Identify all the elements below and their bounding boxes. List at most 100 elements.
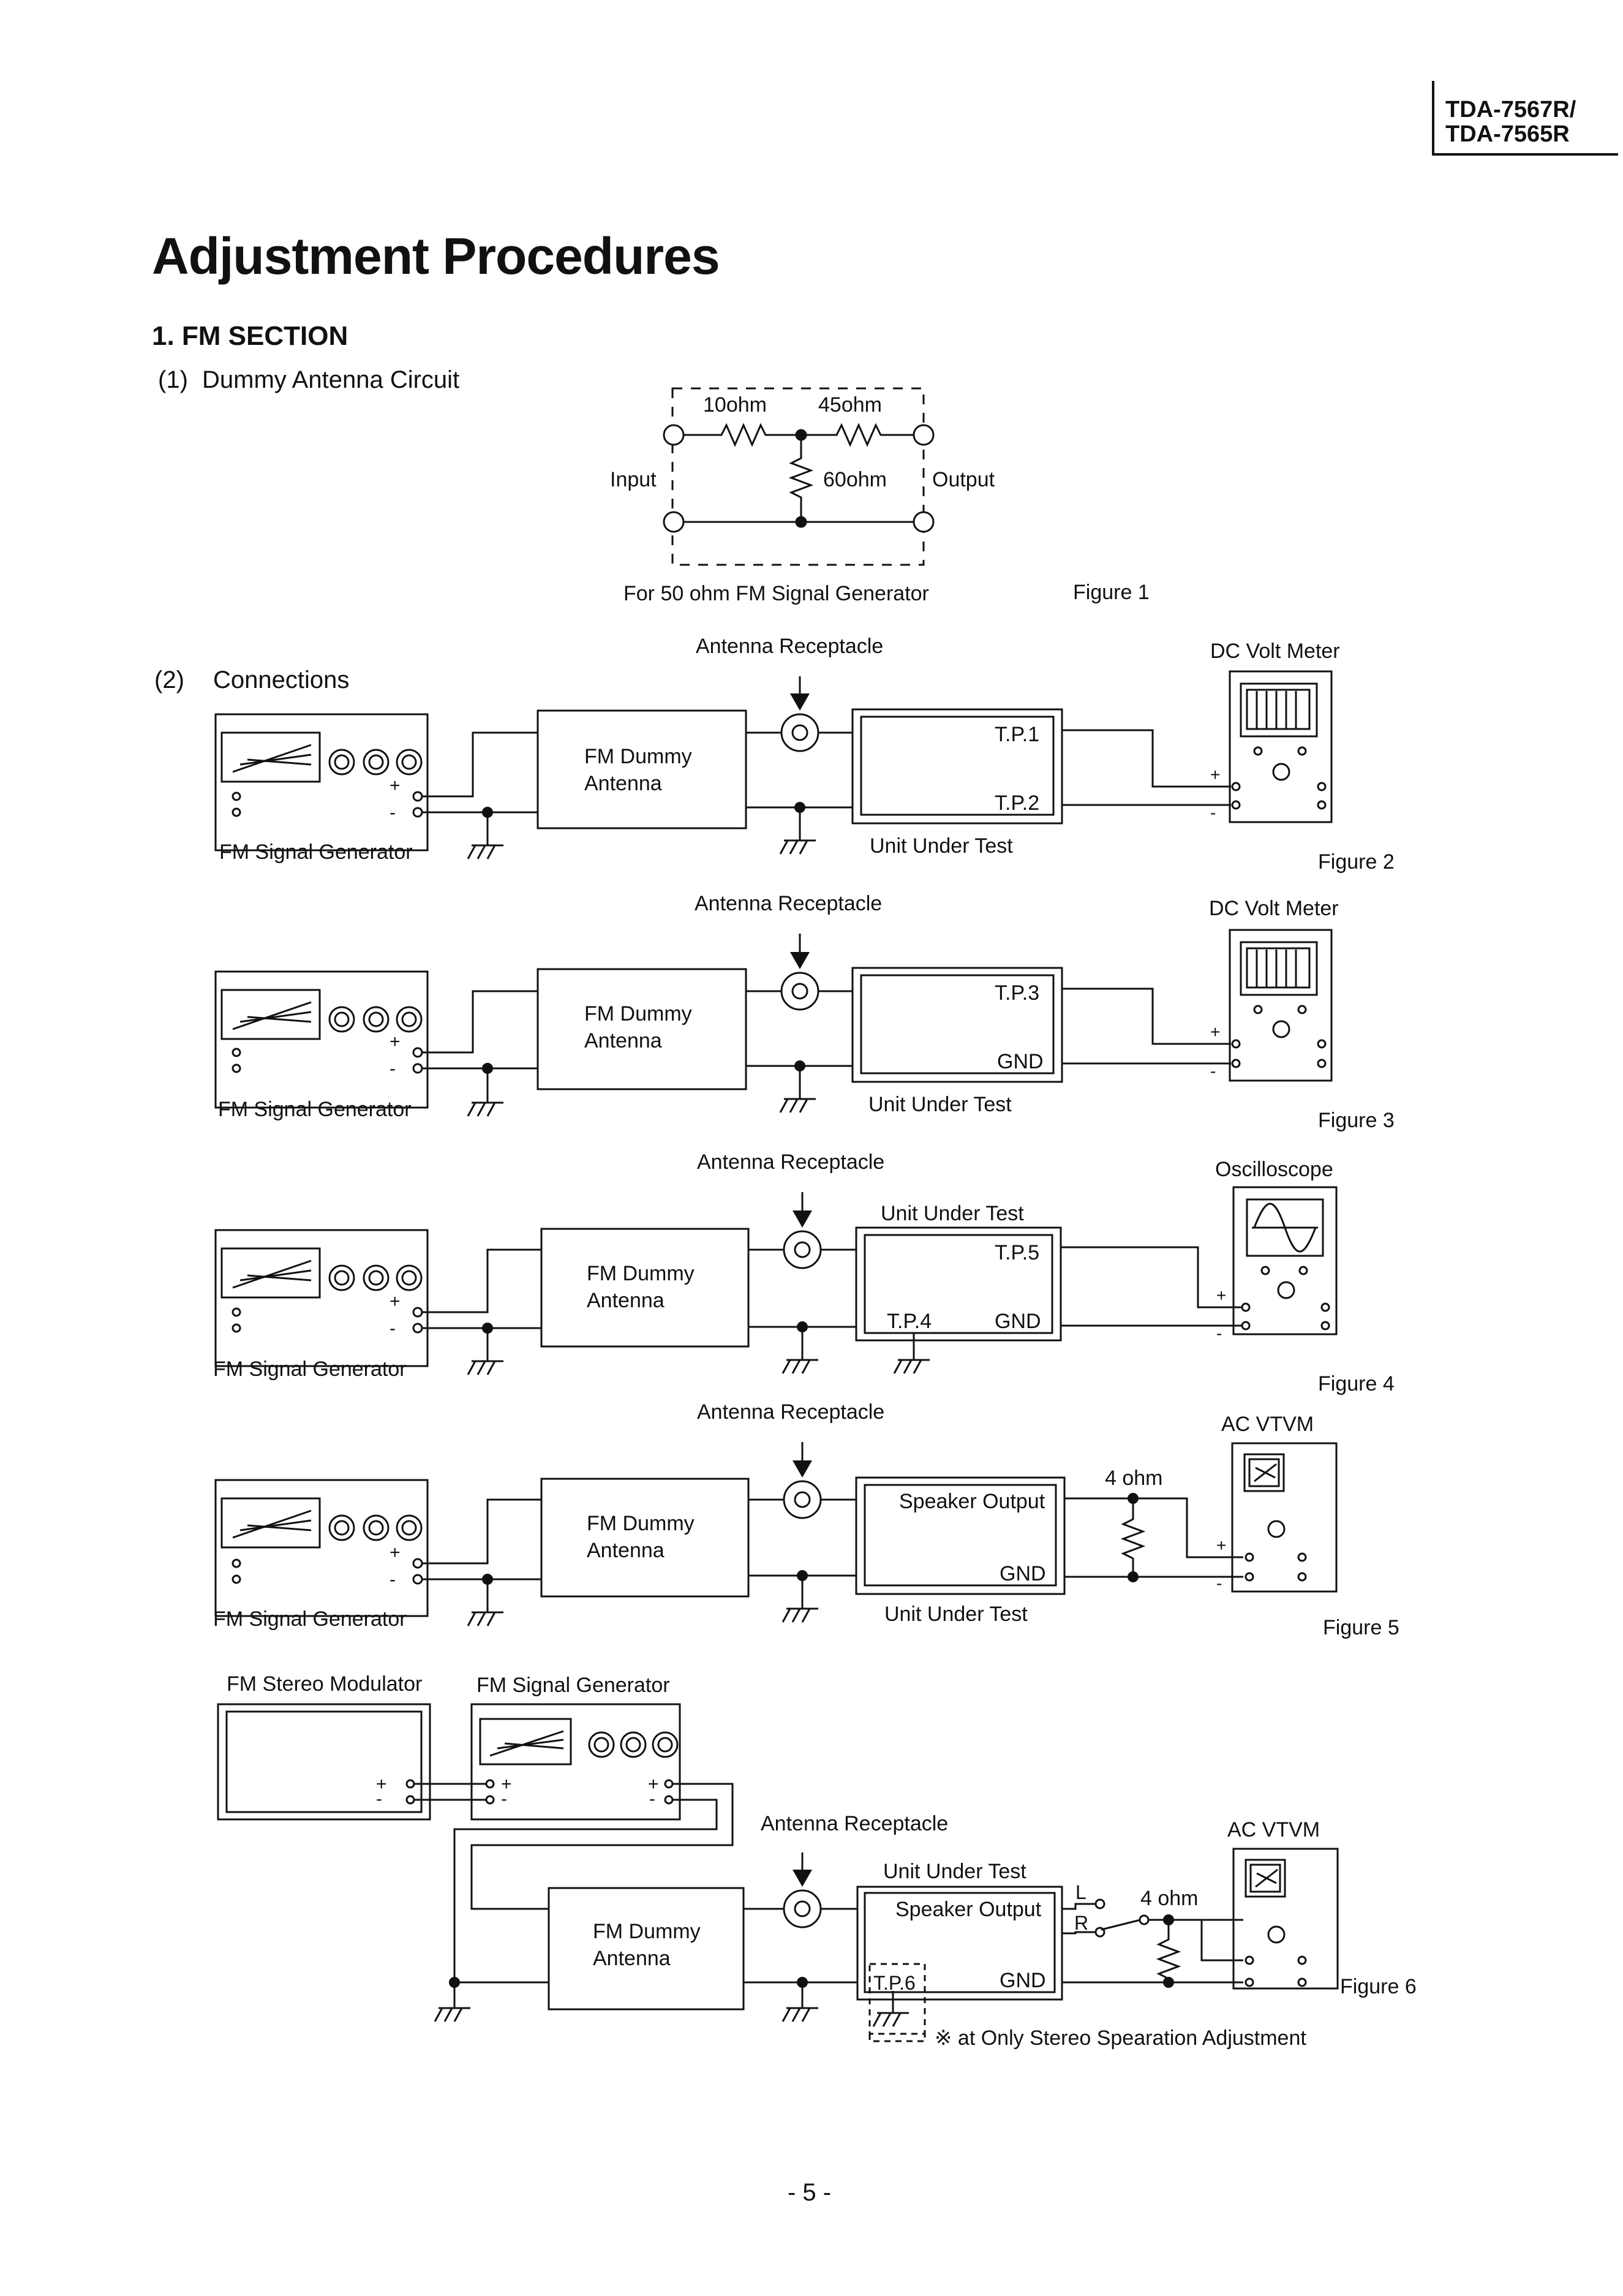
dc-volt-meter-label-3: DC Volt Meter: [1209, 897, 1339, 920]
unit-under-test-label-5: Unit Under Test: [884, 1603, 1028, 1626]
meter-minus-2: -: [1210, 803, 1216, 822]
signal-generator-label-2: FM Signal Generator: [219, 840, 413, 864]
mod-minus: -: [376, 1789, 382, 1809]
signal-generator: [214, 1229, 429, 1367]
antenna-receptacle-label-2: Antenna Receptacle: [696, 635, 883, 658]
unit-under-test-label-4: Unit Under Test: [881, 1202, 1024, 1225]
four-ohm-label-6: 4 ohm: [1140, 1887, 1199, 1910]
mod-plus: +: [376, 1774, 387, 1794]
label-10ohm: 10ohm: [703, 393, 767, 417]
meter-minus-3: -: [1210, 1062, 1216, 1081]
tp1-label: T.P.1: [995, 723, 1039, 746]
antenna-receptacle-label-5: Antenna Receptacle: [697, 1400, 884, 1424]
fm-dummy-label-5b: Antenna: [587, 1539, 665, 1562]
figure-1-label: Figure 1: [1073, 581, 1150, 604]
fm-dummy-antenna: [540, 1478, 750, 1598]
speaker-output-label-5: Speaker Output: [899, 1490, 1045, 1513]
subsection-1-title: Dummy Antenna Circuit: [202, 366, 460, 393]
tp4-label: T.P.4: [887, 1310, 932, 1333]
tp6-label: T.P.6: [873, 1972, 916, 1994]
unit-under-test: [856, 1886, 1063, 2001]
fm-dummy-label-6a: FM Dummy: [593, 1920, 701, 1943]
meter-plus-2: +: [1210, 765, 1220, 784]
stereo-modulator-label: FM Stereo Modulator: [227, 1672, 422, 1696]
fm-dummy-label-6b: Antenna: [593, 1947, 671, 1970]
figure-3-label: Figure 3: [1318, 1109, 1395, 1132]
model-number-2: TDA-7565R: [1445, 121, 1570, 147]
model-number-1: TDA-7567R/: [1445, 97, 1576, 123]
gen-minus-2: -: [390, 802, 396, 823]
gen-plus-4: +: [390, 1291, 401, 1312]
oscilloscope: [1232, 1186, 1338, 1335]
label-input: Input: [610, 468, 657, 491]
fm-dummy-label-2b: Antenna: [584, 772, 662, 795]
ac-vtvm-label-5: AC VTVM: [1221, 1413, 1314, 1436]
figure-4: [214, 1186, 1338, 1376]
gen-plus-2: +: [390, 776, 401, 796]
label-output: Output: [932, 468, 995, 491]
unit-under-test: [855, 1226, 1062, 1342]
figure-1-caption: For 50 ohm FM Signal Generator: [623, 582, 929, 605]
ac-vtvm-label-6: AC VTVM: [1227, 1818, 1320, 1841]
fm-dummy-antenna: [537, 968, 747, 1090]
resistor-4ohm: [1120, 1498, 1146, 1577]
unit-under-test: [851, 708, 1063, 825]
gen6-minus-left: -: [501, 1789, 507, 1809]
gen6-plus-left: +: [501, 1774, 512, 1794]
subsection-2-number: (2): [154, 667, 184, 693]
gnd-label-5: GND: [1000, 1562, 1046, 1585]
model-number-box: TDA-7567R/ TDA-7565R: [1432, 81, 1618, 156]
antenna-receptacle-label-4: Antenna Receptacle: [697, 1150, 884, 1174]
figure-6: [217, 1703, 1339, 2042]
resistor-4ohm-6: [1156, 1920, 1181, 1982]
gen6-plus-right: +: [648, 1774, 659, 1794]
vtvm-minus-5: -: [1216, 1574, 1222, 1593]
gen-minus-3: -: [390, 1059, 396, 1079]
gen-minus-4: -: [390, 1318, 396, 1339]
left-channel-label: L: [1075, 1881, 1086, 1903]
figure-5-label: Figure 5: [1323, 1616, 1399, 1639]
meter-plus-3: +: [1210, 1022, 1220, 1041]
resistor-45ohm: [801, 423, 914, 447]
page-number: - 5 -: [788, 2179, 831, 2206]
signal-generator-label-5: FM Signal Generator: [213, 1607, 407, 1631]
figure-2-label: Figure 2: [1318, 850, 1395, 874]
signal-generator-6: [470, 1703, 681, 1821]
four-ohm-label-5: 4 ohm: [1105, 1467, 1163, 1490]
fm-dummy-label-4a: FM Dummy: [587, 1262, 695, 1285]
figure-2: [214, 670, 1333, 860]
resistor-60ohm: [788, 435, 814, 522]
ac-vtvm-6: [1232, 1848, 1339, 1990]
antenna-receptacle-label-6: Antenna Receptacle: [761, 1812, 948, 1835]
fm-dummy-antenna: [540, 1228, 750, 1348]
ac-vtvm: [1231, 1442, 1338, 1593]
signal-generator: [214, 970, 429, 1109]
fm-dummy-label-3b: Antenna: [584, 1029, 662, 1052]
oscilloscope-label: Oscilloscope: [1215, 1158, 1333, 1181]
right-channel-label: R: [1074, 1912, 1088, 1934]
signal-generator-label-3: FM Signal Generator: [218, 1098, 412, 1121]
gnd-label-6: GND: [1000, 1969, 1046, 1992]
gnd-label-4: GND: [995, 1310, 1041, 1333]
tp5-label: T.P.5: [995, 1241, 1039, 1264]
subsection-2-title: Connections: [213, 667, 350, 693]
dc-volt-meter: [1229, 929, 1333, 1082]
section-heading: 1. FM SECTION: [152, 321, 348, 351]
gen-plus-3: +: [390, 1032, 401, 1052]
signal-generator-label-4: FM Signal Generator: [213, 1358, 407, 1381]
unit-under-test: [851, 967, 1063, 1083]
dc-volt-meter-label-2: DC Volt Meter: [1210, 640, 1340, 663]
figure-6-label: Figure 6: [1340, 1975, 1417, 1998]
fm-dummy-label-3a: FM Dummy: [584, 1002, 692, 1025]
figure-3: [214, 929, 1333, 1117]
antenna-receptacle-label-3: Antenna Receptacle: [695, 892, 882, 915]
gen6-minus-right: -: [649, 1789, 655, 1809]
scope-plus-4: +: [1216, 1286, 1226, 1305]
unit-under-test-label-6: Unit Under Test: [883, 1860, 1026, 1883]
fm-dummy-antenna: [537, 709, 747, 829]
unit-under-test: [855, 1476, 1066, 1595]
figure-5: [214, 1442, 1338, 1627]
scope-minus-4: -: [1216, 1324, 1222, 1343]
label-45ohm: 45ohm: [818, 393, 882, 417]
